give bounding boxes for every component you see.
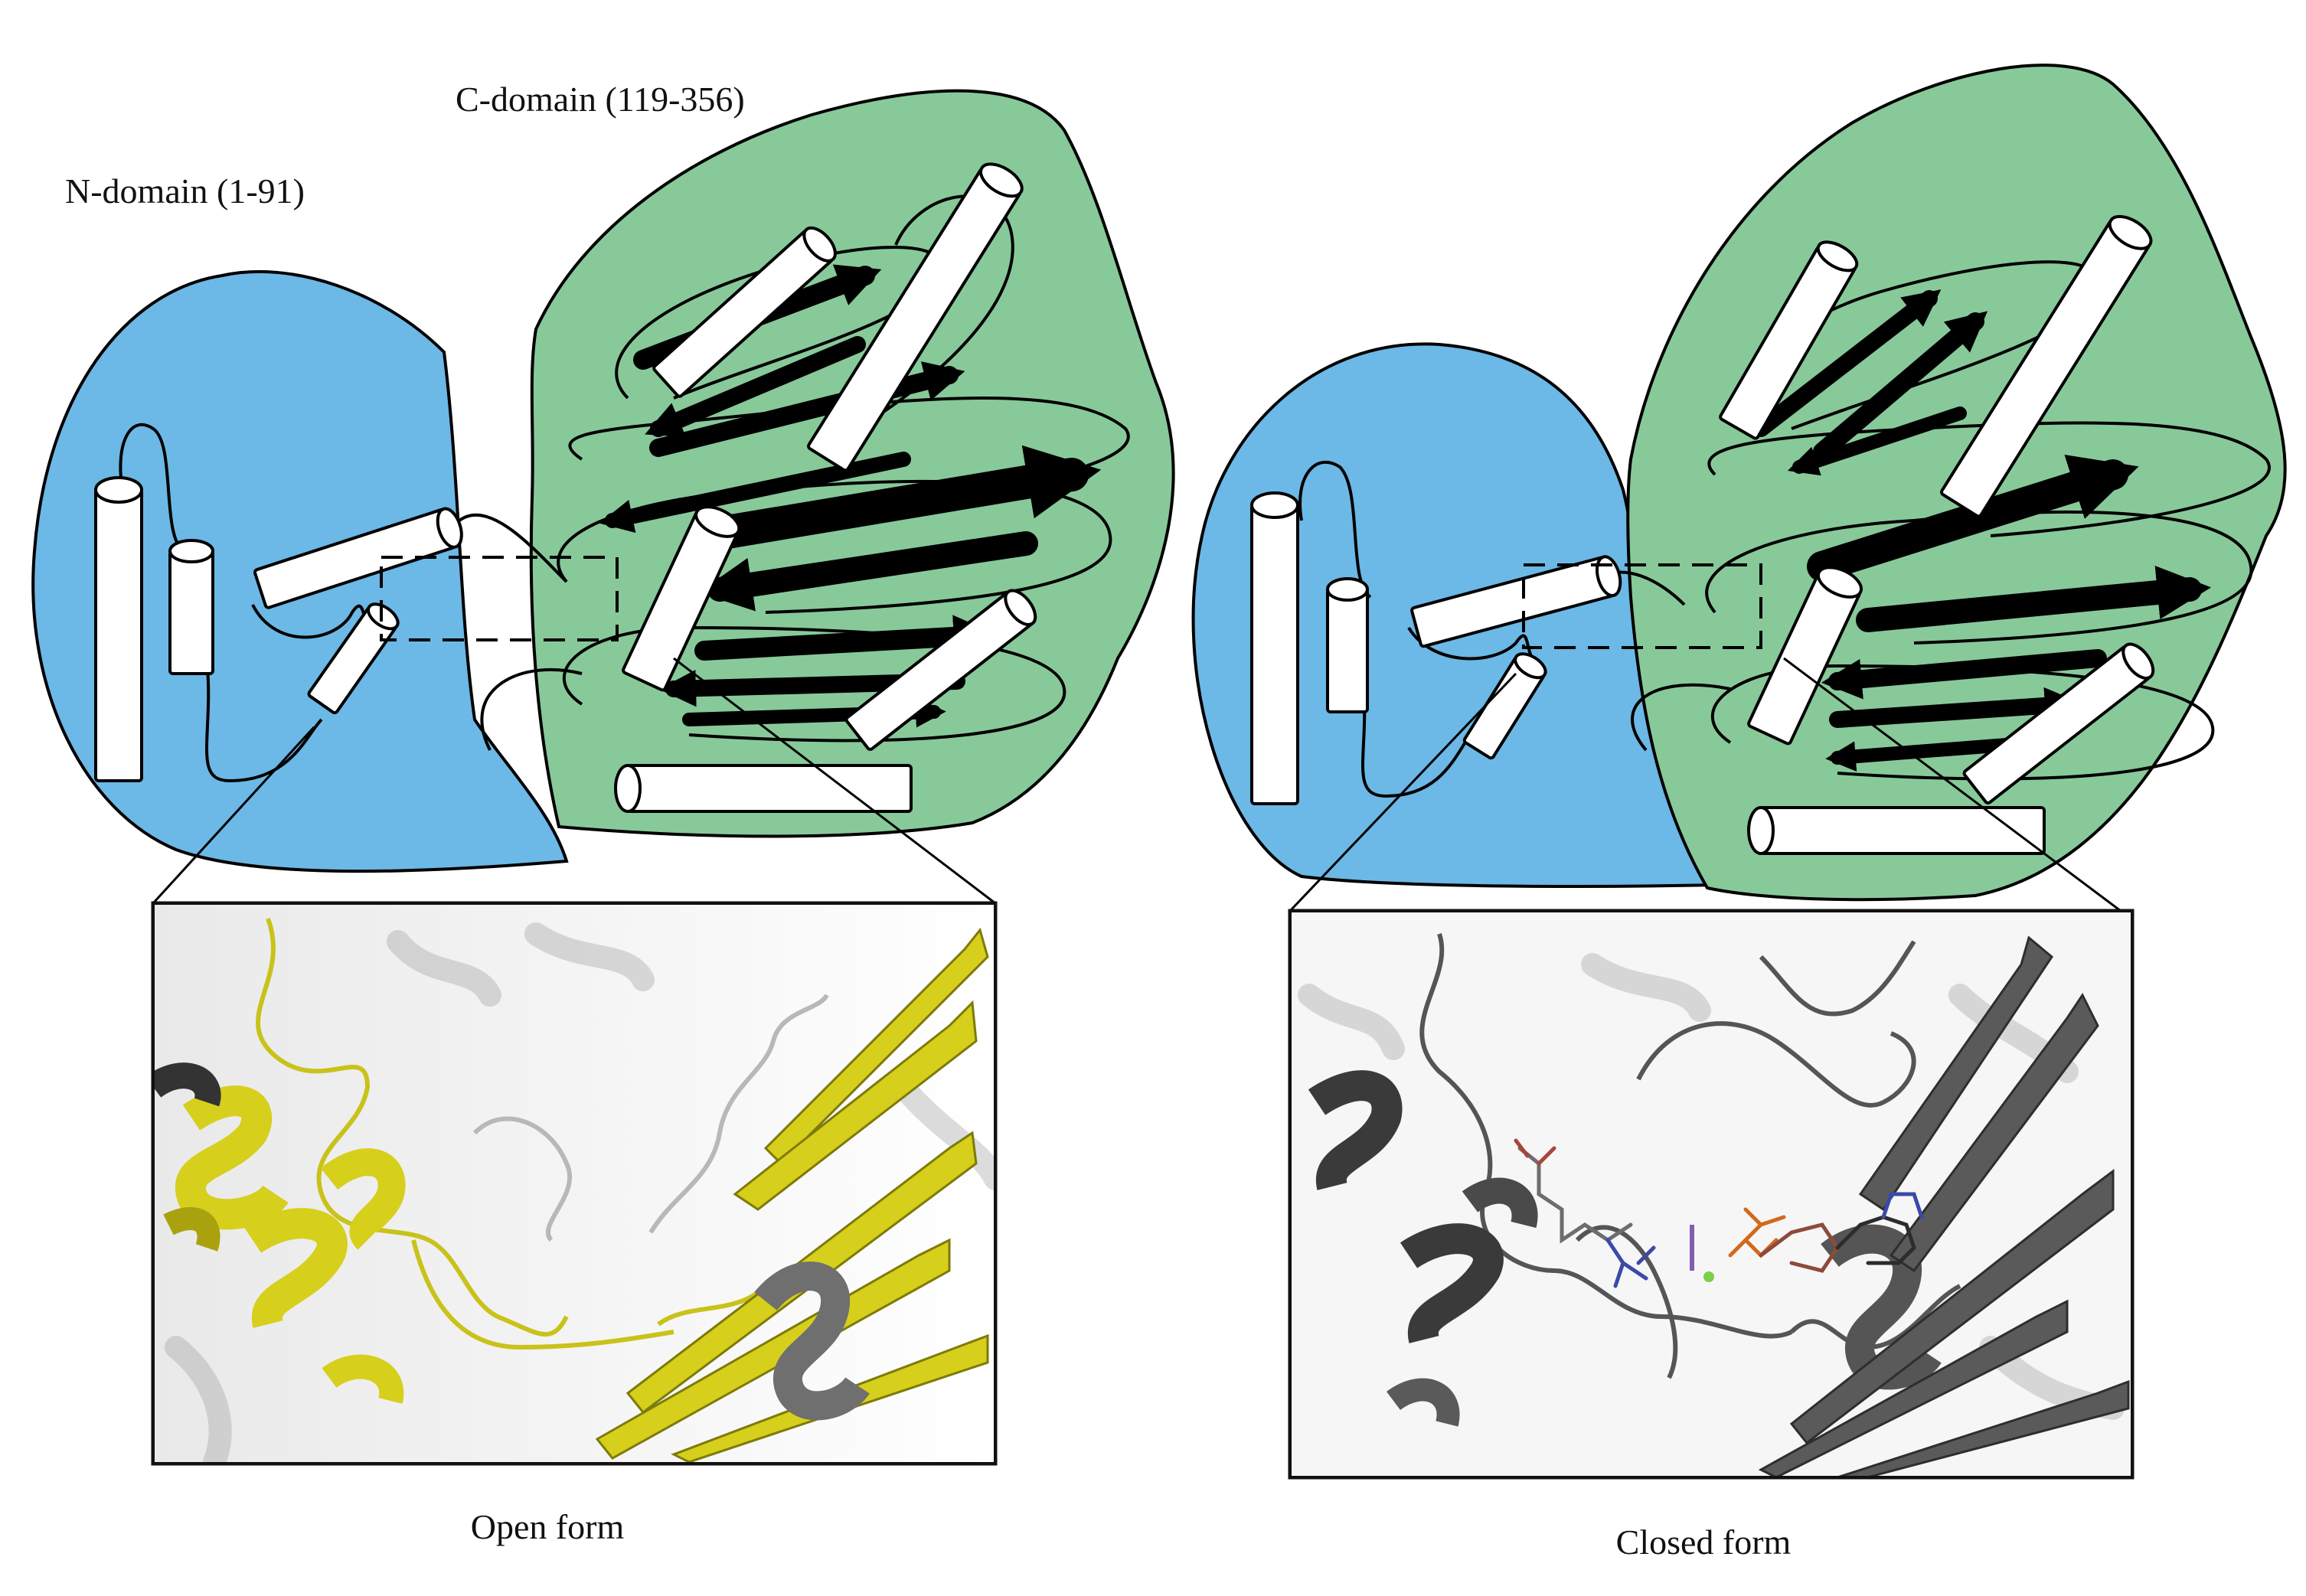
nucleotide-ligand — [1728, 1192, 1924, 1273]
helix-cylinder — [94, 476, 143, 782]
beta-strand — [599, 452, 911, 534]
closed-coil — [1759, 940, 1916, 1017]
closed-c-domain-helices — [1719, 214, 2155, 855]
helix-cylinder — [1250, 491, 1299, 805]
open-active-site-dashed-box — [380, 556, 619, 641]
helix-cylinder — [307, 602, 400, 715]
closed-ligand-residue — [1514, 1138, 1656, 1288]
beta-strand — [1829, 687, 2082, 728]
helix-cylinder — [1410, 555, 1622, 648]
open-zoom-line-right — [673, 657, 996, 905]
beta-strand — [649, 361, 965, 457]
open-form-schematic — [31, 89, 1175, 905]
beta-strand — [694, 615, 998, 661]
beta-strand — [645, 336, 866, 437]
closed-zoom-line-right — [1783, 657, 2121, 912]
closed-active-site-dashed-box — [1522, 563, 1762, 649]
n-domain-label: N-domain (1-91) — [65, 171, 305, 211]
closed-coil — [1636, 1021, 1916, 1108]
helix-cylinder — [168, 539, 214, 675]
helix-cylinder — [1747, 806, 2046, 855]
beta-strand — [1752, 289, 1942, 437]
open-background-ribbons — [165, 922, 994, 1462]
closed-loop — [1631, 683, 1731, 752]
open-n-domain-helices — [94, 476, 463, 782]
helix-cylinder — [1326, 577, 1369, 713]
helix-cylinder — [1962, 642, 2155, 805]
open-coil — [472, 1116, 573, 1242]
closed-loop — [1707, 421, 2271, 537]
helix-cylinder — [807, 162, 1024, 472]
helix-cylinder — [1940, 214, 2153, 518]
helix-cylinder — [1719, 240, 1859, 440]
beta-strand — [1807, 454, 2139, 582]
open-coil — [411, 1239, 674, 1350]
open-coil — [256, 917, 569, 1337]
closed-form-caption: Closed form — [1616, 1523, 1792, 1562]
open-loop — [480, 667, 583, 751]
closed-loop — [1705, 510, 2253, 645]
open-form-structure-panel — [151, 901, 998, 1466]
helix-cylinder — [652, 226, 837, 398]
c-domain-label: C-domain (119-356) — [456, 80, 745, 119]
helix-cylinder — [622, 505, 741, 692]
closed-form-structure-panel — [1288, 909, 2135, 1480]
open-loop — [615, 246, 945, 400]
closed-form-schematic — [1191, 64, 2287, 912]
beta-strand — [698, 531, 1038, 612]
open-c-domain-strands — [599, 264, 1102, 728]
helix-cylinder — [1462, 652, 1547, 760]
open-coil — [648, 994, 829, 1234]
helix-cylinder — [614, 764, 913, 813]
helix-cylinder — [1747, 566, 1863, 746]
open-helix-ribbon — [155, 1062, 406, 1404]
closed-zoom-line-left — [1289, 672, 1517, 912]
open-loop — [458, 513, 568, 583]
open-gray-helix — [754, 1261, 870, 1421]
closed-coil — [1575, 1225, 1678, 1379]
beta-strand — [1821, 649, 2107, 700]
helix-cylinder — [844, 589, 1037, 751]
beta-strand — [1787, 406, 1967, 476]
closed-beta-sheet — [1758, 935, 2130, 1476]
helix-cylinder — [253, 507, 463, 609]
open-zoom-line-left — [152, 726, 315, 905]
beta-strand — [688, 445, 1102, 553]
closed-n-domain-helices — [1250, 491, 1622, 805]
closed-loop — [1298, 461, 1372, 599]
open-c-domain-helices — [614, 162, 1037, 813]
open-form-caption: Open form — [471, 1507, 625, 1546]
magnesium-ion — [1703, 1271, 1714, 1282]
open-loop — [205, 658, 323, 783]
closed-loop — [1361, 681, 1471, 798]
beta-strand — [1856, 565, 2212, 632]
beta-strand — [1813, 311, 1988, 461]
open-loop — [119, 423, 185, 553]
closed-loop — [1407, 626, 1540, 667]
